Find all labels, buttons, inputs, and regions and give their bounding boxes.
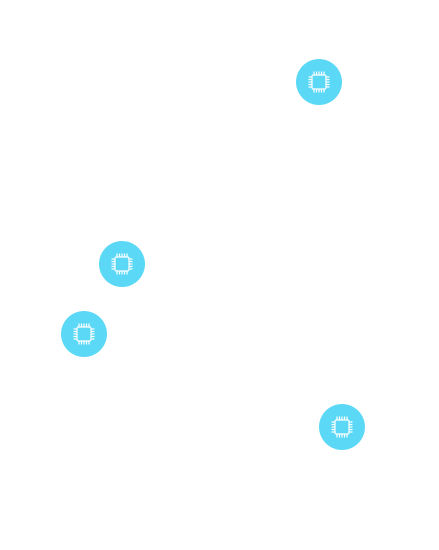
cpu-node-4[interactable]	[319, 404, 365, 450]
cpu-chip-icon	[108, 250, 136, 278]
cpu-chip-icon	[328, 413, 356, 441]
cpu-chip-icon	[305, 68, 333, 96]
cpu-node-3[interactable]	[61, 311, 107, 357]
cpu-node-2[interactable]	[99, 241, 145, 287]
cpu-node-1[interactable]	[296, 59, 342, 105]
cpu-chip-icon	[70, 320, 98, 348]
